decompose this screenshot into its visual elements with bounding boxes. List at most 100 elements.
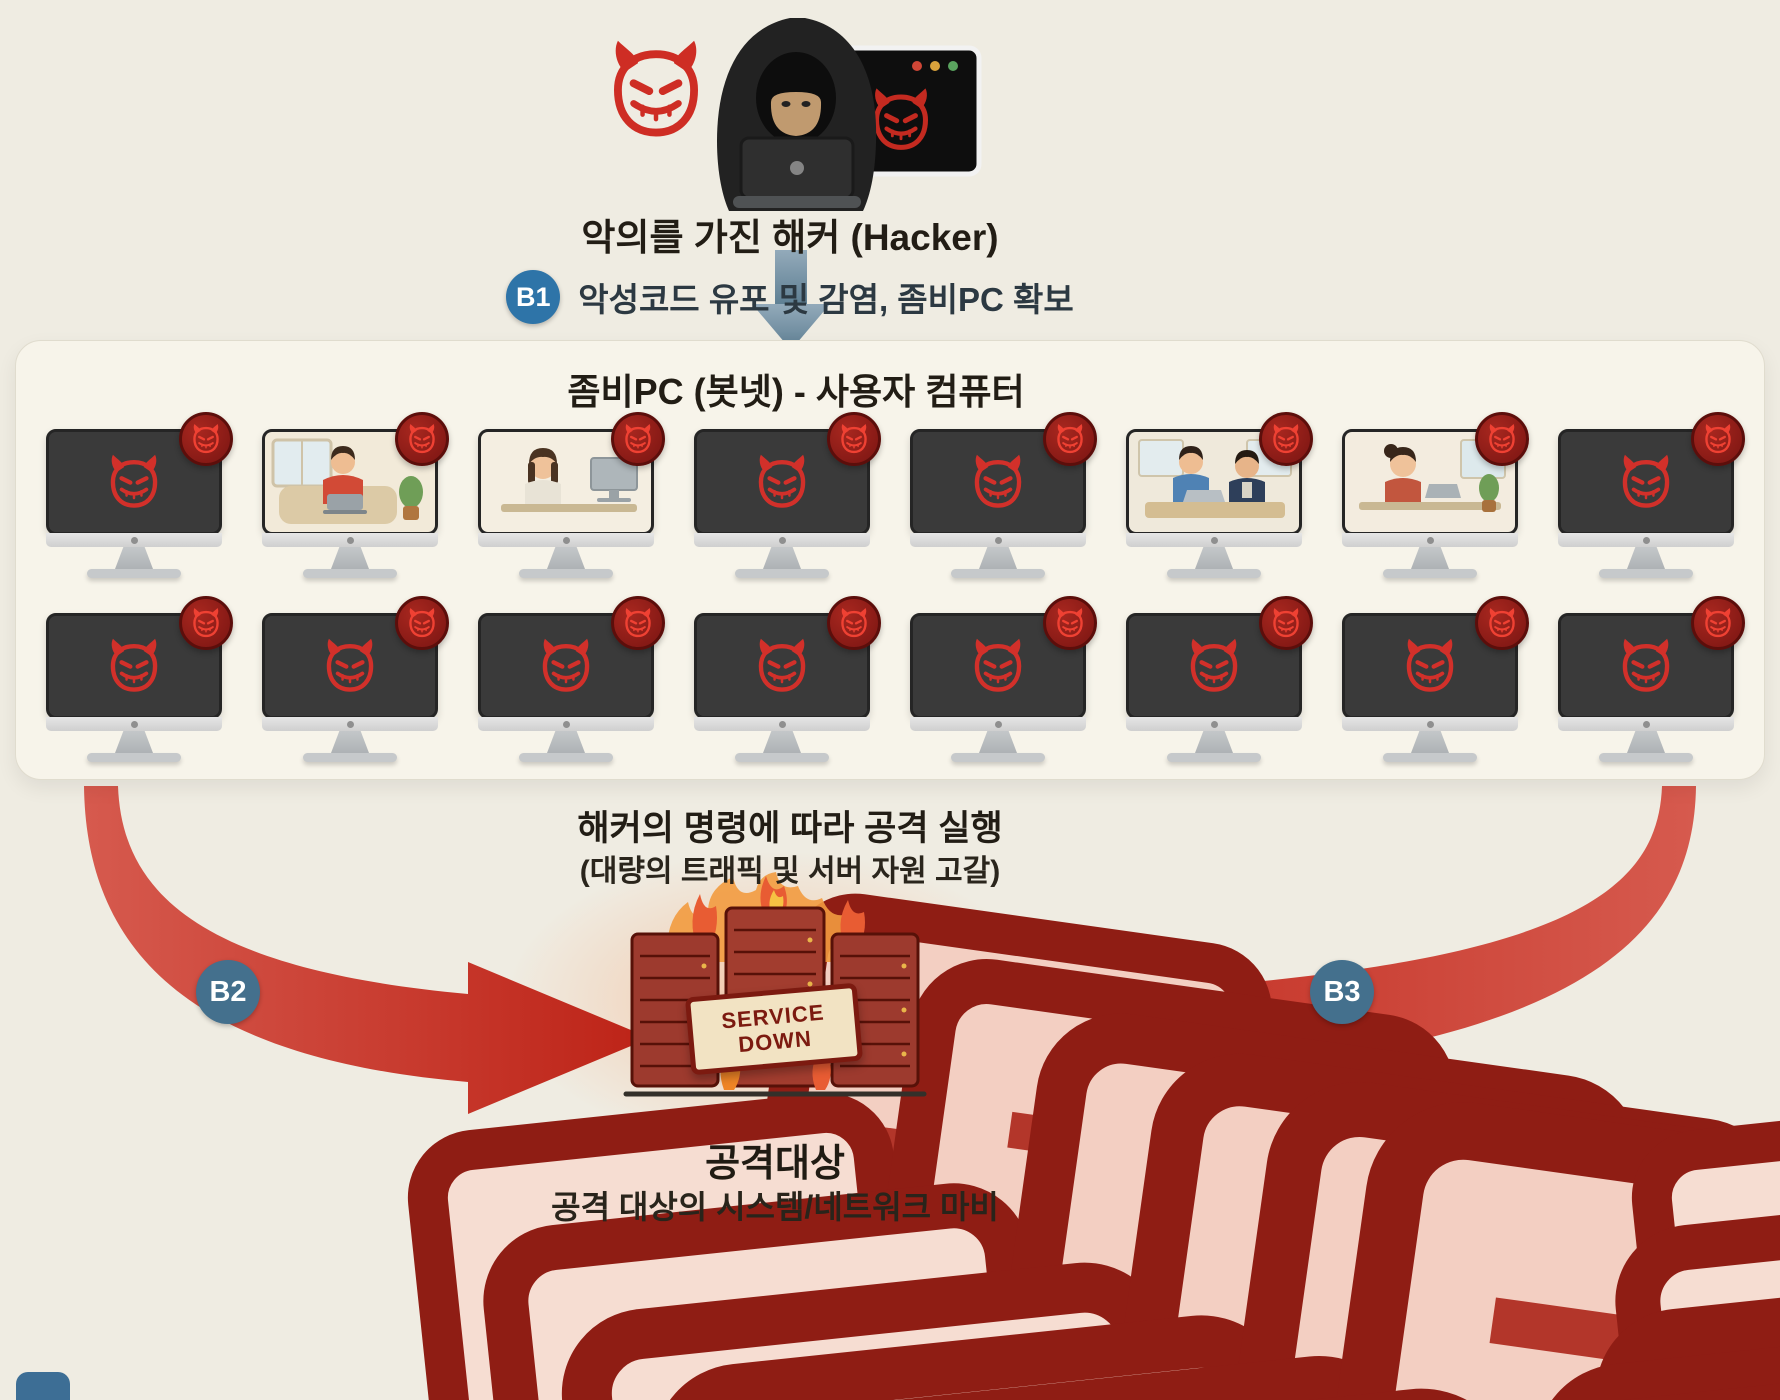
monitor-chin [1126, 717, 1302, 731]
monitor-chin [694, 717, 870, 731]
camera-dot-icon [778, 720, 786, 728]
camera-dot-icon [778, 536, 786, 544]
zombie-pc [262, 596, 449, 762]
monitor-stand [331, 731, 369, 753]
monitor-stand [763, 731, 801, 753]
zombie-pc [1342, 412, 1529, 578]
monitor-chin [1342, 717, 1518, 731]
infection-badge-icon [611, 596, 665, 650]
camera-dot-icon [562, 720, 570, 728]
camera-dot-icon [346, 536, 354, 544]
monitor-base [735, 753, 829, 762]
camera-dot-icon [1210, 720, 1218, 728]
target-server: SERVICE DOWN [608, 872, 942, 1130]
zombie-pc [478, 596, 665, 762]
target-title: 공격대상 [705, 1143, 845, 1185]
monitor-chin [694, 533, 870, 547]
monitor-stand [547, 547, 585, 569]
camera-dot-icon [1210, 536, 1218, 544]
sign-line-2: DOWN [737, 1025, 813, 1058]
monitor-base [951, 753, 1045, 762]
monitor-stand [1627, 731, 1665, 753]
monitor-base [1599, 753, 1693, 762]
attack-caption-line2: (대량의 트래픽 및 서버 자원 고갈) [579, 855, 1001, 888]
botnet-panel-title: 좀비PC (봇넷) - 사용자 컴퓨터 [567, 371, 1025, 412]
step-b1: B1 악성코드 유포 및 감염, 좀비PC 확보 [340, 270, 1240, 324]
b3-badge: B3 [1310, 960, 1374, 1024]
monitor-base [735, 569, 829, 578]
infection-badge-icon [1691, 596, 1745, 650]
monitor-stand [979, 547, 1017, 569]
pc-screen [478, 613, 654, 719]
infection-badge-icon [1043, 596, 1097, 650]
monitor-stand [763, 547, 801, 569]
camera-dot-icon [562, 536, 570, 544]
camera-dot-icon [1426, 536, 1434, 544]
monitor-stand [1411, 547, 1449, 569]
botnet-row-2 [46, 596, 1745, 762]
monitor-stand [1627, 547, 1665, 569]
monitor-stand [979, 731, 1017, 753]
monitor-stand [547, 731, 585, 753]
zombie-pc [910, 596, 1097, 762]
monitor-stand [1411, 731, 1449, 753]
down-arrow-icon [752, 250, 830, 350]
infection-badge-icon [1259, 596, 1313, 650]
zombie-pc [1558, 596, 1745, 762]
devil-emoji-icon [616, 41, 697, 133]
monitor-base [303, 753, 397, 762]
camera-dot-icon [1426, 720, 1434, 728]
infection-badge-icon [179, 412, 233, 466]
zombie-pc [478, 412, 665, 578]
zombie-pc [46, 596, 233, 762]
infection-badge-icon [395, 596, 449, 650]
b1-text: 악성코드 유포 및 감염, 좀비PC 확보 [578, 281, 1074, 318]
zombie-pc [262, 412, 449, 578]
infection-badge-icon [1043, 412, 1097, 466]
target-subtitle: 공격 대상의 시스템/네트워크 마비 [551, 1189, 999, 1225]
monitor-base [1599, 569, 1693, 578]
monitor-base [303, 569, 397, 578]
hacker-illustration [565, 18, 982, 211]
botnet-panel: 좀비PC (봇넷) - 사용자 컴퓨터 [15, 340, 1765, 780]
monitor-base [1383, 569, 1477, 578]
monitor-base [519, 753, 613, 762]
monitor-chin [262, 533, 438, 547]
monitor-stand [115, 731, 153, 753]
camera-dot-icon [1642, 536, 1650, 544]
camera-dot-icon [1642, 720, 1650, 728]
monitor-chin [262, 717, 438, 731]
infection-badge-icon [395, 412, 449, 466]
monitor-chin [478, 533, 654, 547]
monitor-chin [1126, 533, 1302, 547]
monitor-chin [1342, 533, 1518, 547]
cropped-blue-badge [16, 1372, 70, 1400]
infection-badge-icon [1691, 412, 1745, 466]
b1-badge: B1 [506, 270, 561, 324]
monitor-stand [331, 547, 369, 569]
camera-dot-icon [346, 720, 354, 728]
monitor-base [87, 569, 181, 578]
monitor-stand [115, 547, 153, 569]
zombie-pc [910, 412, 1097, 578]
botnet-row-1 [46, 412, 1745, 578]
left-attack-arrow [84, 786, 650, 1114]
zombie-pc [1558, 412, 1745, 578]
monitor-chin [910, 533, 1086, 547]
monitor-stand [1195, 731, 1233, 753]
infection-badge-icon [827, 412, 881, 466]
monitor-base [1167, 569, 1261, 578]
service-down-sign: SERVICE DOWN [684, 982, 864, 1076]
monitor-base [87, 753, 181, 762]
monitor-chin [46, 533, 222, 547]
zombie-pc [1126, 596, 1313, 762]
monitor-chin [46, 717, 222, 731]
monitor-chin [1558, 717, 1734, 731]
zombie-pc [694, 412, 881, 578]
infection-badge-icon [1475, 412, 1529, 466]
monitor-base [519, 569, 613, 578]
hooded-hacker-icon [717, 18, 877, 211]
infection-badge-icon [179, 596, 233, 650]
